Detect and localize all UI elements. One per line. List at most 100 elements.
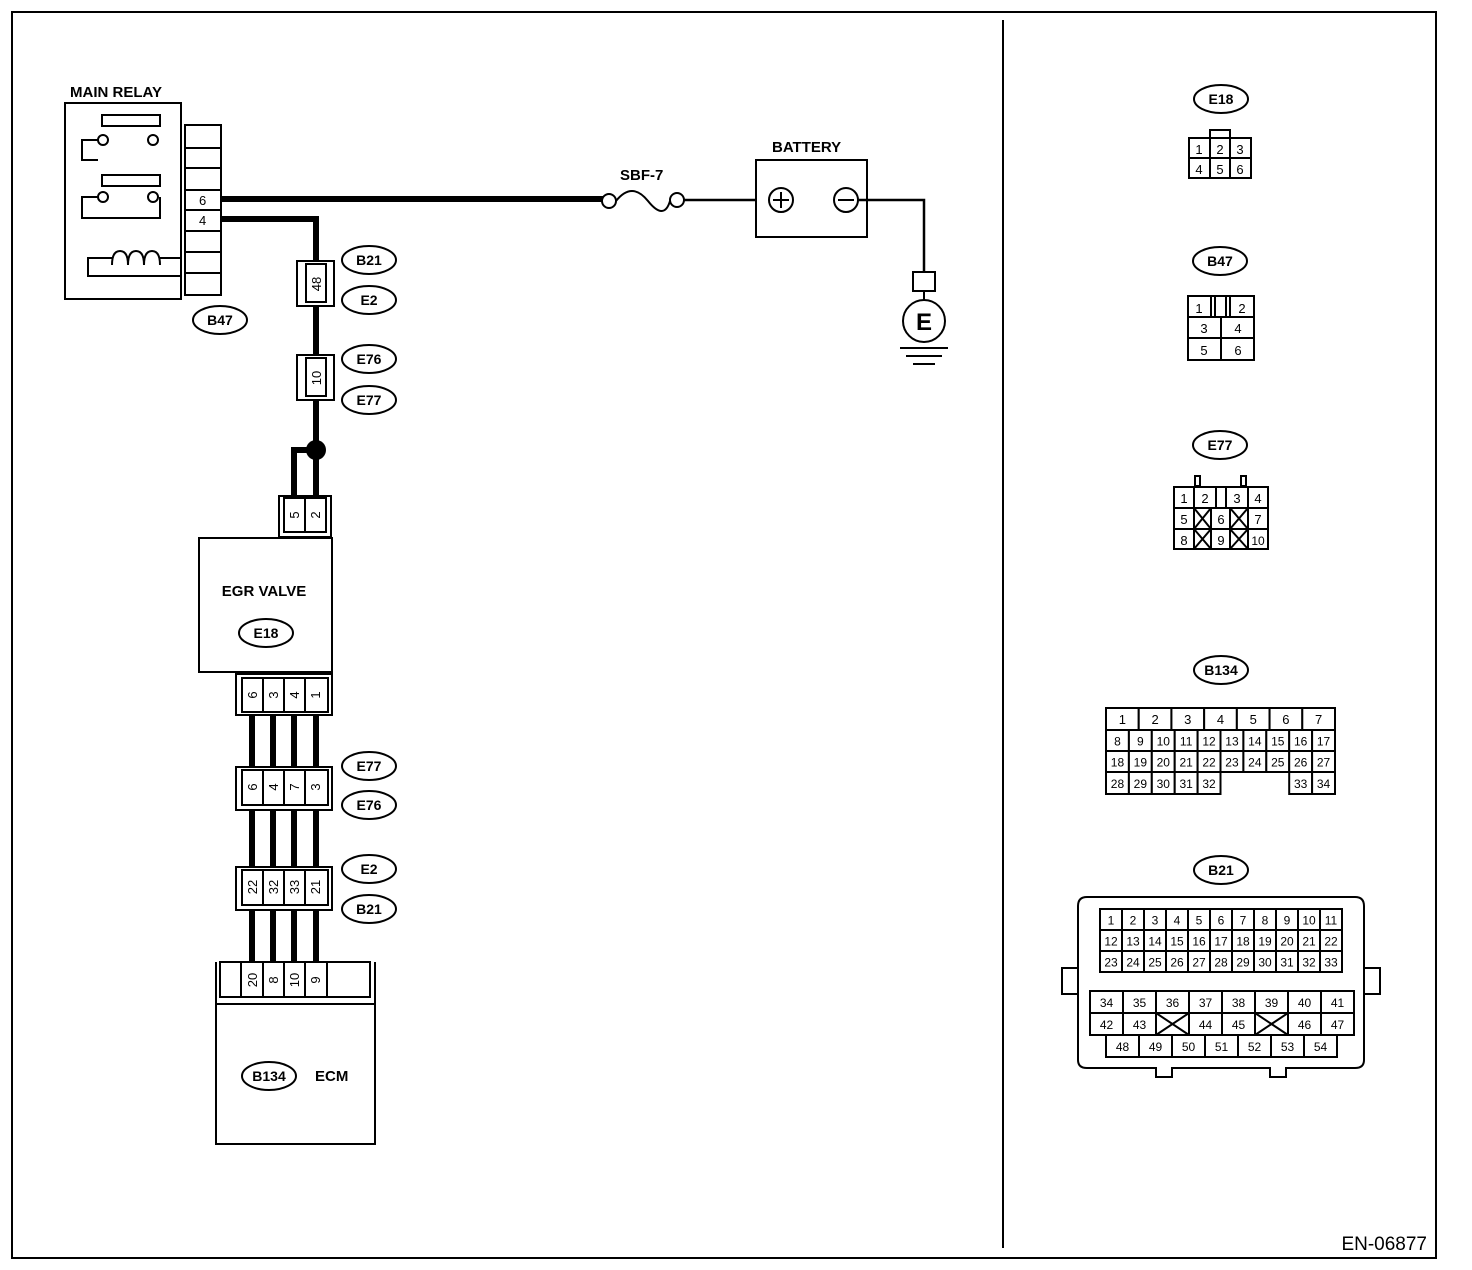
joint1-upper-label: B21 [356,252,382,268]
joint4-pin-2: 32 [266,880,281,894]
egr-top-pin-2: 2 [308,511,323,518]
battery-plus-icon [768,187,794,213]
pin-number: 48 [1116,1040,1130,1054]
pin-number: 9 [1137,735,1144,749]
pin-number: 26 [1294,756,1308,770]
pin-number: 8 [1262,914,1269,928]
view-b21-label: B21 [1208,862,1234,878]
view-b47: B47 1 2 3 4 5 6 [1187,246,1255,361]
blank-pin-cross [1155,1012,1190,1036]
pin-number: 12 [1104,935,1118,949]
pin-number: 38 [1232,996,1246,1010]
ecm-pin-2: 8 [266,976,281,983]
view-e77: E77 1 2 3 4 5 6 7 8 9 10 [1173,430,1269,550]
fuse-sbf7: SBF-7 [601,167,685,212]
pin-number: 13 [1225,735,1239,749]
joint2-pin: 10 [309,371,324,385]
joint-e76-e77: 10 E76 E77 [296,344,397,415]
view-b134-label: B134 [1204,662,1238,678]
pin-number: 46 [1298,1018,1312,1032]
e77-blank-cells [1193,507,1249,550]
b47-pin: 6 [1234,343,1241,358]
joint3-pin-1: 6 [245,783,260,790]
pin-number: 12 [1202,735,1216,749]
pin-number: 29 [1134,777,1148,791]
e77-pin: 9 [1217,533,1224,548]
pin-number: 36 [1166,996,1180,1010]
pin-number: 47 [1331,1018,1345,1032]
e77-pin: 4 [1254,491,1261,506]
battery: BATTERY [755,139,868,238]
e77-pin: 7 [1254,512,1261,527]
pin-number: 20 [1280,935,1294,949]
pin-number: 30 [1157,777,1171,791]
pin-number: 5 [1196,914,1203,928]
pin-number: 45 [1232,1018,1246,1032]
figure-id: EN-06877 [1341,1234,1427,1255]
pin-number: 31 [1280,956,1294,970]
pin-number: 32 [1202,777,1216,791]
pin-number: 3 [1152,914,1159,928]
pin-number: 40 [1298,996,1312,1010]
b47-pin: 3 [1200,321,1207,336]
relay-pin-4: 4 [199,213,206,228]
relay-coil-icon [87,249,180,277]
e18-pin: 3 [1236,142,1243,157]
joint-e77-e76: 6 4 7 3 E77 E76 [235,751,397,820]
b47-pin: 2 [1238,301,1245,316]
pin-number: 35 [1133,996,1147,1010]
pin-number: 3 [1184,712,1191,727]
e18-pin: 6 [1236,162,1243,177]
pin-number: 20 [1157,756,1171,770]
pin-number: 51 [1215,1040,1229,1054]
pin-number: 21 [1179,756,1193,770]
pin-number: 50 [1182,1040,1196,1054]
main-relay: MAIN RELAY 6 4 B47 [64,84,248,335]
pin-number: 13 [1126,935,1140,949]
pin-number: 23 [1225,756,1239,770]
egr-bottom-pin-1: 6 [245,691,260,698]
pin-number: 49 [1149,1040,1163,1054]
e18-pin: 1 [1195,142,1202,157]
view-e77-label: E77 [1208,437,1233,453]
pin-number: 1 [1108,914,1115,928]
pin-number: 11 [1180,735,1193,749]
ecm: 20 8 10 9 B134 ECM [215,961,376,1145]
egr-valve-title: EGR VALVE [222,583,306,600]
pin-number: 43 [1133,1018,1147,1032]
pin-number: 18 [1236,935,1250,949]
e77-pin: 8 [1180,533,1187,548]
pin-number: 25 [1148,956,1162,970]
pin-cell [1303,1034,1338,1058]
joint3-pin-3: 7 [287,783,302,790]
pin-number: 19 [1134,756,1148,770]
egr-valve: 5 2 EGR VALVE E18 6 3 4 1 [198,495,333,716]
pin-number: 15 [1271,735,1285,749]
pin-number: 34 [1100,996,1114,1010]
pin-number: 41 [1331,996,1345,1010]
pin-number: 16 [1192,935,1206,949]
pin-number: 15 [1170,935,1184,949]
pin-number: 1 [1119,712,1126,727]
pin-number: 34 [1317,777,1331,791]
b47-pin: 1 [1195,301,1202,316]
joint3-pin-2: 4 [266,783,281,790]
ecm-pin-1: 20 [245,973,260,987]
pin-number: 17 [1317,735,1331,749]
pin-number: 6 [1282,712,1289,727]
egr-bottom-pin-3: 4 [287,691,302,698]
joint4-pin-1: 22 [245,880,260,894]
e18-pin: 2 [1216,142,1223,157]
wire-battery-ground [858,198,926,272]
pin-number: 21 [1302,935,1316,949]
battery-body [755,159,868,238]
pin-number: 18 [1111,756,1125,770]
pin-number: 22 [1202,756,1216,770]
pin-number: 39 [1265,996,1279,1010]
pin-cell [1319,950,1343,973]
pin-number: 22 [1324,935,1338,949]
pin-number: 25 [1271,756,1285,770]
joint2-lower-label: E77 [357,392,382,408]
